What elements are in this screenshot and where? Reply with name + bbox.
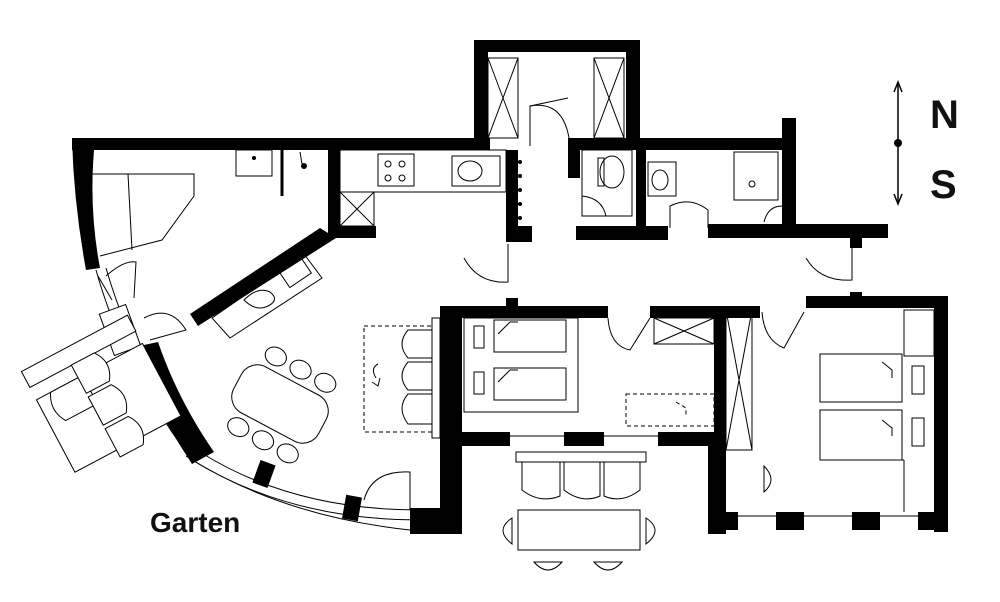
garden-label: Garten <box>150 507 240 538</box>
north-label: N <box>930 93 959 137</box>
bedroom-2 <box>725 309 935 517</box>
living-area <box>143 253 441 510</box>
walls <box>72 40 948 534</box>
south-label: S <box>930 163 957 207</box>
stair-tower <box>487 57 625 147</box>
dining-table <box>227 346 337 464</box>
kitchen <box>339 149 522 227</box>
bedroom-1 <box>463 317 715 437</box>
compass: N S <box>893 79 959 207</box>
upper-left-room <box>92 149 307 299</box>
bath-block <box>463 149 853 283</box>
garden-furniture <box>20 314 656 571</box>
